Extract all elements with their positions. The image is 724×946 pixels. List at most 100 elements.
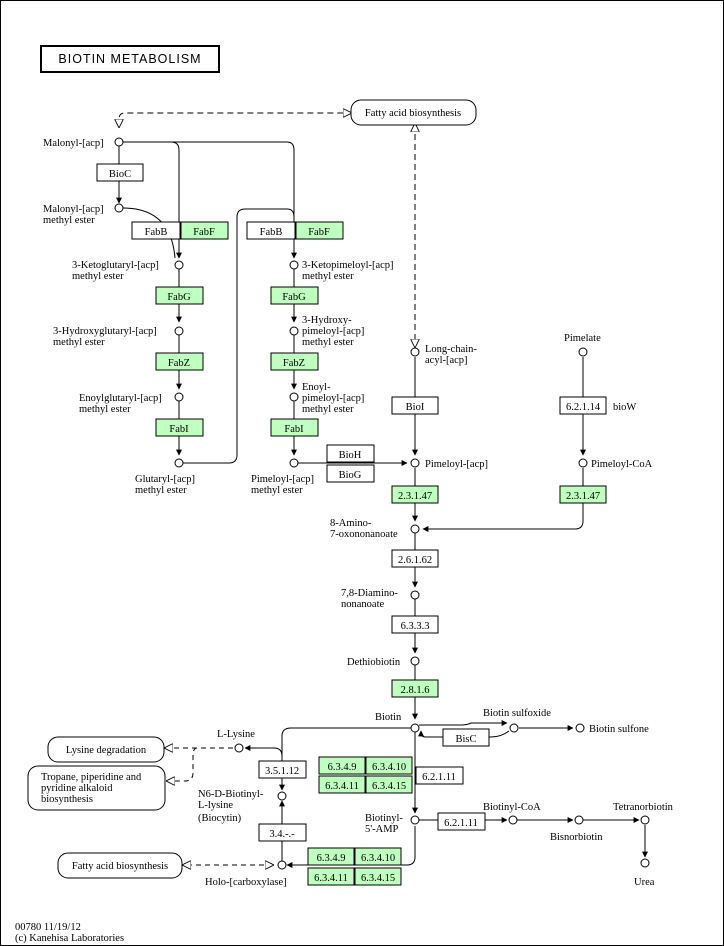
enzyme-label-62114: 6.2.1.14 bbox=[566, 402, 601, 413]
enzyme-label-2816: 2.8.1.6 bbox=[401, 685, 430, 696]
compound-label-l-lysine: L-Lysine bbox=[217, 729, 255, 740]
map-lysine-degradation[interactable] bbox=[47, 736, 165, 763]
compound-dethiobiotin[interactable] bbox=[410, 656, 420, 666]
compound-biotin-sulfone[interactable] bbox=[575, 723, 585, 733]
enzyme-label-bisc: BisC bbox=[455, 734, 476, 745]
enzyme-fabf-left[interactable] bbox=[180, 221, 229, 240]
compound-holo-carboxylase[interactable] bbox=[277, 860, 287, 870]
enzyme-label-bioc: BioC bbox=[109, 169, 131, 180]
title-box: BIOTIN METABOLISM bbox=[40, 45, 220, 73]
enzyme-63410-a[interactable] bbox=[365, 756, 413, 775]
compound-label-enoylpimeloyl-2: pimeloyl-[acp] bbox=[302, 393, 364, 404]
enzyme-2816[interactable] bbox=[391, 679, 439, 698]
compound-biotin-sulfoxide[interactable] bbox=[509, 723, 519, 733]
page-title: BIOTIN METABOLISM bbox=[58, 52, 201, 66]
map-label-tropane-3: biosynthesis bbox=[41, 794, 93, 805]
compound-glutaryl[interactable] bbox=[174, 458, 184, 468]
compound-biotinyl-5-amp[interactable] bbox=[410, 815, 420, 825]
compound-label-biocytin-2: L-lysine bbox=[198, 800, 233, 811]
enzyme-label-fabg-left: FabG bbox=[167, 292, 191, 303]
compound-label-pimeloyl-me-1: Pimeloyl-[acp] bbox=[251, 474, 314, 485]
compound-biocytin[interactable] bbox=[277, 791, 287, 801]
enzyme-34[interactable] bbox=[258, 823, 307, 842]
enzyme-62111-b[interactable] bbox=[437, 812, 486, 831]
enzyme-fabz-right[interactable] bbox=[270, 352, 319, 371]
compound-bisnorbiotin[interactable] bbox=[574, 815, 584, 825]
enzyme-fabg-left[interactable] bbox=[155, 286, 204, 305]
enzyme-62114[interactable] bbox=[559, 396, 607, 415]
enzyme-63411-a[interactable] bbox=[318, 775, 366, 794]
enzyme-6333[interactable] bbox=[391, 615, 439, 634]
compound-label-pimeloyl-coa: Pimeloyl-CoA bbox=[591, 459, 653, 470]
compound-label-glutaryl-2: methyl ester bbox=[135, 485, 187, 496]
compound-pimeloyl-coa[interactable] bbox=[578, 458, 588, 468]
enzyme-label-35112: 3.5.1.12 bbox=[265, 766, 299, 777]
compound-label-enoylglutaryl-1: Enoylglutaryl-[acp] bbox=[79, 393, 162, 404]
compound-malonyl-acp-methyl-ester[interactable] bbox=[114, 203, 124, 213]
enzyme-63415-b[interactable] bbox=[354, 867, 402, 886]
enzyme-bioi[interactable] bbox=[391, 396, 439, 415]
enzyme-62111-a[interactable] bbox=[415, 766, 464, 785]
enzyme-label-62111-b: 6.2.1.11 bbox=[444, 818, 478, 829]
compound-hydroxyglutaryl[interactable] bbox=[174, 326, 184, 336]
enzyme-label-fabg-right: FabG bbox=[282, 292, 306, 303]
enzyme-fabb-right[interactable] bbox=[246, 221, 296, 240]
enzyme-6349-b[interactable] bbox=[307, 847, 355, 866]
enzyme-26162[interactable] bbox=[391, 549, 439, 568]
compound-label-biotin-sulfoxide: Biotin sulfoxide bbox=[483, 708, 551, 719]
compound-biotin[interactable] bbox=[410, 723, 420, 733]
map-label-tropane-1: Tropane, piperidine and bbox=[41, 772, 142, 783]
map-fatty-acid-top[interactable] bbox=[350, 99, 477, 126]
compound-label-enoylpimeloyl-3: methyl ester bbox=[302, 404, 354, 415]
enzyme-fabz-left[interactable] bbox=[155, 352, 204, 371]
compound-label-hydroxypimeloyl-2: pimeloyl-[acp] bbox=[302, 326, 364, 337]
enzyme-bioc[interactable] bbox=[96, 163, 144, 182]
enzyme-fabi-left[interactable] bbox=[155, 418, 204, 437]
enzyme-bioh[interactable] bbox=[326, 444, 375, 463]
compound-pimeloyl-acp[interactable] bbox=[410, 458, 420, 468]
compound-pimelate[interactable] bbox=[578, 347, 588, 357]
compound-8-amino-7-oxononanoate[interactable] bbox=[410, 524, 420, 534]
enzyme-fabb-left[interactable] bbox=[131, 221, 181, 240]
compound-biotinyl-coa[interactable] bbox=[508, 815, 518, 825]
compound-ketoglutaryl[interactable] bbox=[174, 260, 184, 270]
compound-urea[interactable] bbox=[640, 858, 650, 868]
edge-biotinylamp-holo bbox=[286, 826, 416, 868]
enzyme-6349-a[interactable] bbox=[318, 756, 366, 775]
enzyme-biog[interactable] bbox=[326, 464, 375, 483]
enzyme-label-fabi-right: FabI bbox=[284, 424, 304, 435]
compound-diaminononanoate[interactable] bbox=[410, 590, 420, 600]
enzyme-23147-b[interactable] bbox=[559, 485, 607, 504]
enzyme-fabi-right[interactable] bbox=[270, 418, 319, 437]
map-fatty-acid-bottom[interactable] bbox=[57, 852, 183, 879]
enzyme-fabg-right[interactable] bbox=[270, 286, 319, 305]
compound-long-chain-acyl-acp[interactable] bbox=[410, 347, 420, 357]
compound-label-enoylpimeloyl-1: Enoyl- bbox=[302, 382, 331, 393]
enzyme-label-bioi: BioI bbox=[406, 402, 425, 413]
enzyme-label-fabi-left: FabI bbox=[169, 424, 189, 435]
enzyme-label-6349-b: 6.3.4.9 bbox=[317, 853, 346, 864]
map-tropane[interactable] bbox=[27, 765, 166, 811]
enzyme-63415-a[interactable] bbox=[365, 775, 413, 794]
compound-tetranorbiotin[interactable] bbox=[640, 815, 650, 825]
compound-label-enoylglutaryl-2: methyl ester bbox=[79, 404, 131, 415]
compound-malonyl-acp[interactable] bbox=[114, 137, 124, 147]
compound-pimeloyl-methyl-ester[interactable] bbox=[289, 458, 299, 468]
compound-label-bisnorbiotin: Bisnorbiotin bbox=[550, 832, 603, 843]
enzyme-bisc[interactable] bbox=[442, 728, 490, 747]
compound-l-lysine[interactable] bbox=[234, 743, 244, 753]
enzyme-23147-a[interactable] bbox=[391, 485, 439, 504]
enzyme-label-fabb-right: FabB bbox=[260, 227, 283, 238]
enzyme-63411-b[interactable] bbox=[307, 867, 355, 886]
compound-label-ketopimeloyl-2: methyl ester bbox=[302, 271, 354, 282]
compound-enoylglutaryl[interactable] bbox=[174, 392, 184, 402]
enzyme-35112[interactable] bbox=[258, 760, 307, 779]
compound-label-biotinyl-coa: Biotinyl-CoA bbox=[483, 802, 541, 813]
compound-ketopimeloyl[interactable] bbox=[289, 260, 299, 270]
enzyme-fabf-right[interactable] bbox=[295, 221, 344, 240]
compound-enoylpimeloyl[interactable] bbox=[289, 392, 299, 402]
enzyme-63410-b[interactable] bbox=[354, 847, 402, 866]
compound-hydroxypimeloyl[interactable] bbox=[289, 326, 299, 336]
footer-copyright: (c) Kanehisa Laboratories bbox=[15, 933, 124, 944]
